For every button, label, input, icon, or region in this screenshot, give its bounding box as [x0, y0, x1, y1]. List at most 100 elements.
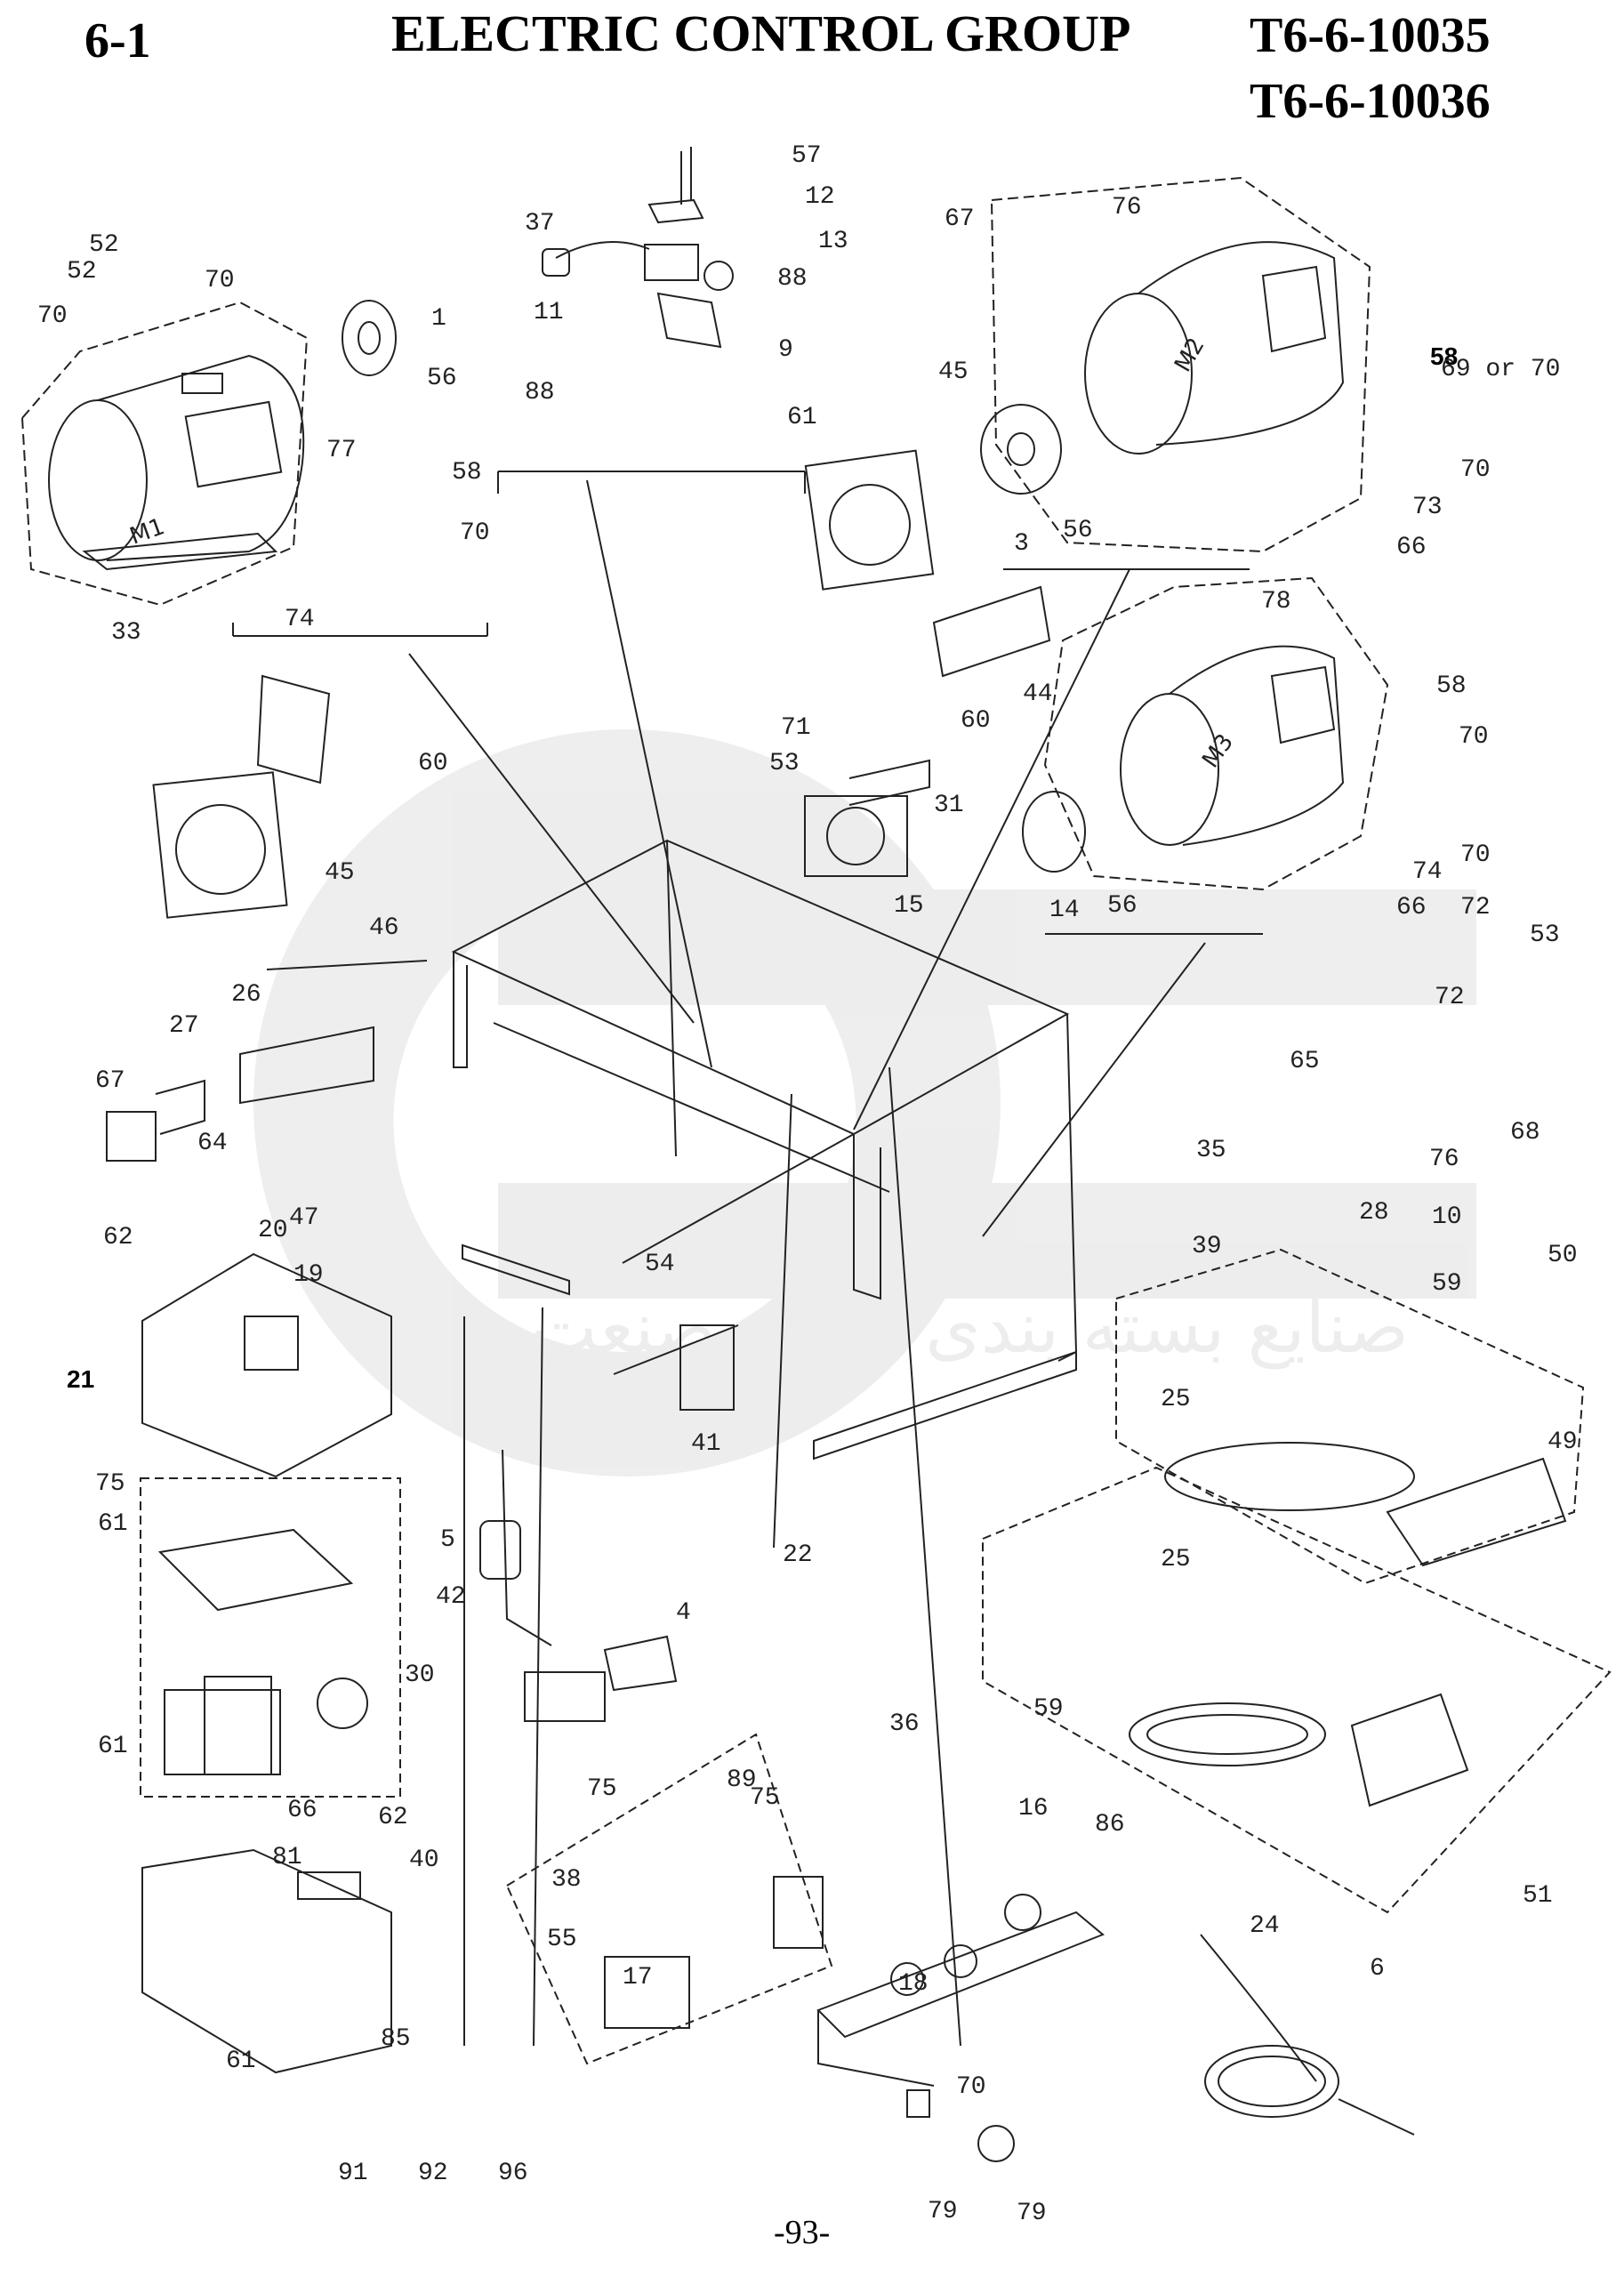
part-callout-75: 75: [587, 1775, 617, 1803]
part-callout-27: 27: [169, 1012, 199, 1040]
part-callout-17: 17: [623, 1964, 653, 1991]
part-callout-78: 78: [1261, 588, 1291, 616]
part-callout-15: 15: [894, 892, 924, 920]
part-callout-16: 16: [1018, 1795, 1049, 1822]
part-callout-61: 61: [226, 2048, 256, 2075]
part-callout-19: 19: [293, 1261, 324, 1289]
part-callout-62: 62: [378, 1804, 408, 1831]
motor-label-m3: M3: [1197, 729, 1239, 773]
part-callout-67: 67: [95, 1067, 125, 1095]
part-callout-70: 70: [1459, 723, 1489, 751]
part-callout-11: 11: [534, 299, 564, 326]
part-callout-88: 88: [525, 379, 555, 406]
part-callout-39: 39: [1192, 1233, 1222, 1260]
part-callout-14: 14: [1049, 897, 1080, 924]
part-callout-54: 54: [645, 1251, 675, 1278]
part-callout-22: 22: [783, 1541, 813, 1569]
part-callout-60: 60: [961, 707, 991, 735]
part-callout-74: 74: [1412, 858, 1443, 886]
part-callout-66: 66: [287, 1797, 318, 1824]
part-callout-76: 76: [1429, 1146, 1459, 1173]
part-callout-53: 53: [769, 750, 800, 777]
part-callout-75: 75: [95, 1470, 125, 1498]
watermark-text: صنایع بسته بندی تهران صنعت: [530, 1286, 1409, 1370]
part-callout-86: 86: [1095, 1811, 1125, 1838]
part-callout-5: 5: [440, 1526, 455, 1554]
part-callout-71: 71: [781, 714, 811, 742]
model-number-2: T6-6-10036: [1250, 74, 1491, 129]
part-callout-52: 52: [67, 258, 97, 286]
part-callout-70: 70: [37, 302, 68, 330]
part-callout-70: 70: [460, 519, 490, 547]
part-callout-9: 9: [778, 336, 793, 364]
part-callout-56: 56: [1107, 892, 1138, 920]
part-callout-44: 44: [1023, 680, 1053, 708]
part-callout-91: 91: [338, 2160, 368, 2187]
part-callout-72: 72: [1460, 894, 1491, 921]
part-callout-1: 1: [431, 305, 446, 333]
part-callout-10: 10: [1432, 1203, 1462, 1231]
page-number: -93-: [774, 2214, 831, 2251]
part-callout-64: 64: [197, 1130, 228, 1157]
part-callout-59: 59: [1432, 1270, 1462, 1298]
part-callout-36: 36: [889, 1710, 920, 1738]
part-callout-24: 24: [1250, 1912, 1280, 1940]
part-callout-55: 55: [547, 1926, 577, 1953]
part-callout-21: 21: [67, 1365, 94, 1393]
part-callout-49: 49: [1548, 1428, 1578, 1456]
part-callout-50: 50: [1548, 1242, 1578, 1269]
part-callout-37: 37: [525, 210, 555, 237]
part-callout-61: 61: [98, 1733, 128, 1760]
part-callout-30: 30: [405, 1661, 435, 1689]
part-callout-25: 25: [1161, 1546, 1191, 1573]
part-callout-47: 47: [289, 1204, 319, 1232]
part-callout-31: 31: [934, 792, 964, 819]
part-callout-72: 72: [1435, 984, 1465, 1011]
part-callout-88: 88: [777, 265, 808, 293]
part-callout-66: 66: [1396, 894, 1427, 921]
motor-label-m1: M1: [126, 513, 168, 551]
part-callout-70: 70: [1460, 456, 1491, 484]
part-callout-61: 61: [787, 404, 817, 431]
part-callout-6: 6: [1370, 1955, 1385, 1983]
part-callout-73: 73: [1412, 494, 1443, 521]
part-callout-41: 41: [691, 1430, 721, 1458]
part-callout-40: 40: [409, 1847, 439, 1874]
part-callout-57: 57: [792, 142, 822, 170]
part-callout-70: 70: [1460, 841, 1491, 869]
part-callout-51: 51: [1523, 1882, 1553, 1910]
part-callout-3: 3: [1014, 530, 1029, 558]
section-number: 6-1: [84, 13, 151, 68]
part-callout-62: 62: [103, 1224, 133, 1251]
part-callout-79: 79: [928, 2198, 958, 2225]
part-callout-70: 70: [205, 267, 235, 294]
part-callout-28: 28: [1359, 1199, 1389, 1227]
part-callout-81: 81: [272, 1844, 302, 1871]
part-callout-89: 89: [727, 1766, 757, 1794]
part-callout-46: 46: [369, 914, 399, 942]
part-callout-42: 42: [436, 1583, 466, 1611]
part-callout-61: 61: [98, 1510, 128, 1538]
part-callout-96: 96: [498, 2160, 528, 2187]
part-callout-33: 33: [111, 619, 141, 647]
part-callout-45: 45: [325, 859, 355, 887]
part-callout-35: 35: [1196, 1137, 1226, 1164]
part-callout-70: 70: [956, 2073, 986, 2101]
model-number-1: T6-6-10035: [1250, 8, 1491, 63]
part-callout-85: 85: [381, 2025, 411, 2053]
part-callout-65: 65: [1290, 1048, 1320, 1075]
part-callout-58: 58: [1436, 672, 1467, 700]
part-callout-66: 66: [1396, 534, 1427, 561]
part-callout-13: 13: [818, 228, 848, 255]
part-callout-58: 58: [452, 459, 482, 487]
part-callout-26: 26: [231, 981, 261, 1009]
part-callout-68: 68: [1510, 1119, 1540, 1147]
part-callout-75: 75: [750, 1784, 780, 1812]
part-callout-56: 56: [1063, 517, 1093, 544]
part-callout-76: 76: [1112, 194, 1142, 221]
part-callout-69-or-70: 69 or 70: [1441, 356, 1560, 383]
part-callout-4: 4: [676, 1599, 691, 1627]
part-callout-79: 79: [1017, 2200, 1047, 2227]
part-callout-18: 18: [898, 1970, 929, 1998]
page-title: ELECTRIC CONTROL GROUP: [391, 4, 1131, 62]
